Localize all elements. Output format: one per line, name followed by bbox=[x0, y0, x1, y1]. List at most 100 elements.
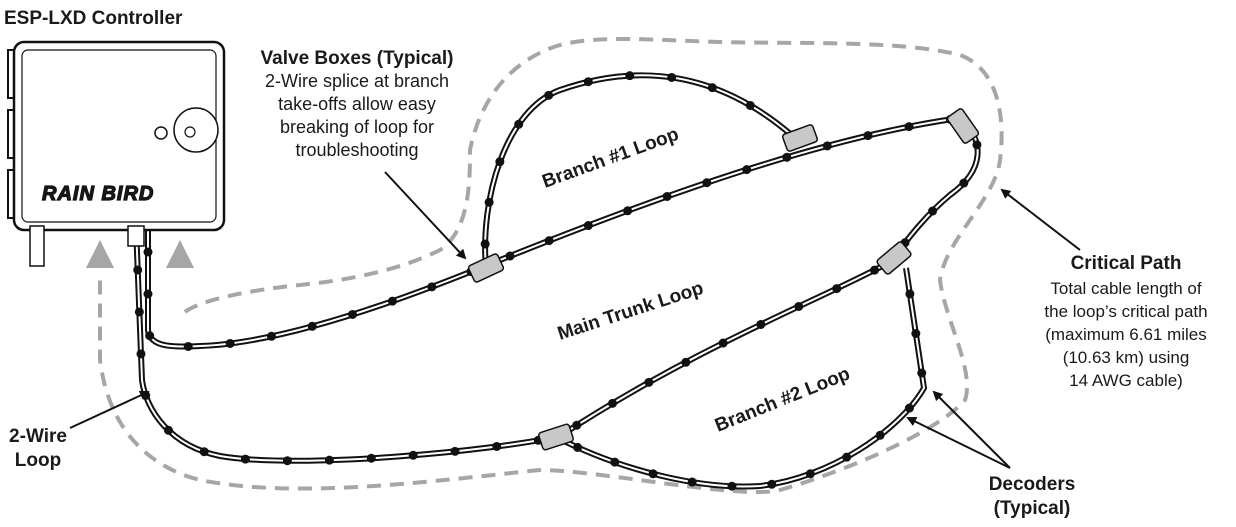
decoders-label: (Typical) bbox=[994, 498, 1071, 519]
decoder-dot bbox=[959, 178, 969, 188]
valve-boxes-line: troubleshooting bbox=[295, 140, 418, 160]
decoder-dot bbox=[794, 301, 804, 311]
valve-boxes-line: breaking of loop for bbox=[280, 117, 434, 137]
decoder-dot bbox=[904, 403, 914, 413]
decoder-dot bbox=[348, 309, 358, 319]
valve-boxes-title: Valve Boxes (Typical) bbox=[261, 48, 454, 69]
critical-path-line: (maximum 6.61 miles bbox=[1045, 325, 1207, 344]
decoder-dot bbox=[145, 331, 155, 341]
main-trunk-loop-label: Main Trunk Loop bbox=[555, 278, 706, 345]
decoder-dot bbox=[842, 452, 852, 462]
two-wire-pointer-arrow bbox=[69, 390, 150, 429]
decoder-dot bbox=[756, 319, 766, 329]
decoder-dot bbox=[782, 152, 792, 162]
decoder-dot bbox=[143, 247, 153, 257]
decoder-dot bbox=[480, 239, 490, 249]
main-trunk-wire-core bbox=[135, 116, 979, 462]
decoder-dot bbox=[610, 457, 620, 467]
decoder-dot bbox=[544, 90, 554, 100]
controller-box bbox=[7, 40, 226, 267]
branch2-loop-label: Branch #2 Loop bbox=[712, 363, 853, 436]
decoder-dot bbox=[583, 77, 593, 87]
decoder-dot bbox=[133, 265, 143, 275]
decoder-dot bbox=[143, 289, 153, 299]
brand-logo: RAIN BIRD bbox=[42, 183, 154, 205]
decoder-dot bbox=[183, 341, 193, 351]
decoder-dot bbox=[408, 450, 418, 460]
valve-box-splice bbox=[781, 124, 819, 152]
decoder-dot bbox=[199, 447, 209, 457]
gray-arrow-right bbox=[166, 240, 194, 268]
decoder-dot bbox=[863, 131, 873, 141]
decoder-dot bbox=[904, 122, 914, 132]
decoder-dot bbox=[225, 338, 235, 348]
decoder-dot bbox=[495, 157, 505, 167]
decoder-dot bbox=[911, 328, 921, 338]
decoder-dot bbox=[484, 197, 494, 207]
valve-boxes-line: 2-Wire splice at branch bbox=[265, 71, 449, 91]
decoder-dot bbox=[450, 446, 460, 456]
critical-path-pointer-arrow bbox=[1000, 188, 1081, 251]
decoder-dot bbox=[822, 141, 832, 151]
decoder-dot bbox=[514, 119, 524, 129]
decoder-dot bbox=[742, 165, 752, 175]
key-lock-icon bbox=[173, 107, 219, 153]
decoder-dot bbox=[307, 321, 317, 331]
decoder-dot bbox=[767, 479, 777, 489]
branch2-wire-core bbox=[555, 267, 926, 488]
decoder-dot bbox=[805, 469, 815, 479]
decoder-dot bbox=[492, 441, 502, 451]
decoder-dot bbox=[608, 398, 618, 408]
branch1-loop-label: Branch #1 Loop bbox=[540, 124, 682, 193]
decoder-dot bbox=[427, 282, 437, 292]
decoder-dot bbox=[583, 221, 593, 231]
two-wire-label: Loop bbox=[15, 450, 61, 471]
decoder-dot bbox=[905, 289, 915, 299]
decoder-dot bbox=[727, 481, 737, 491]
wire-group bbox=[133, 71, 982, 491]
decoder-dot bbox=[667, 72, 677, 82]
decoder-dot bbox=[745, 100, 755, 110]
critical-path-outline bbox=[98, 36, 1004, 495]
decoder-dot bbox=[163, 425, 173, 435]
decoder-dot bbox=[832, 284, 842, 294]
critical-path-line: (10.63 km) using bbox=[1063, 348, 1190, 367]
decoder-dot bbox=[573, 442, 583, 452]
decoder-dot bbox=[240, 454, 250, 464]
valve-box-pointer-arrow bbox=[384, 171, 467, 260]
decoder-dot bbox=[928, 206, 938, 216]
decoder-dot bbox=[266, 331, 276, 341]
critical-path-title: Critical Path bbox=[1071, 253, 1182, 274]
decoder-dot bbox=[869, 265, 879, 275]
decoders-label: Decoders bbox=[989, 474, 1076, 495]
critical-path-line: the loop’s critical path bbox=[1044, 302, 1207, 321]
decoder-dot bbox=[623, 206, 633, 216]
decoder-dot bbox=[718, 338, 728, 348]
decoder-dot bbox=[972, 140, 982, 150]
critical-path-line: 14 AWG cable) bbox=[1069, 371, 1183, 390]
decoder-dot bbox=[707, 83, 717, 93]
decoder-dot bbox=[572, 420, 582, 430]
decoder-dot bbox=[387, 296, 397, 306]
decoder-dot bbox=[644, 377, 654, 387]
valve-box-splice bbox=[946, 108, 980, 144]
decoder-pointer-arrow-1 bbox=[906, 417, 1011, 469]
valve-boxes-line: take-offs allow easy bbox=[278, 94, 436, 114]
decoder-dot bbox=[134, 307, 144, 317]
valve-box-splice bbox=[538, 423, 574, 451]
decoder-dot bbox=[917, 368, 927, 378]
gray-arrow-left bbox=[86, 240, 114, 268]
critical-path-line: Total cable length of bbox=[1050, 279, 1201, 298]
decoder-dot bbox=[687, 477, 697, 487]
valve-box-splice bbox=[876, 241, 912, 275]
decoder-dot bbox=[702, 178, 712, 188]
decoder-dot bbox=[324, 455, 334, 465]
branch1-wire-core bbox=[484, 74, 796, 269]
decoder-dot bbox=[282, 456, 292, 466]
decoder-dot bbox=[662, 191, 672, 201]
decoder-dot bbox=[544, 236, 554, 246]
two-wire-label: 2-Wire bbox=[9, 426, 67, 447]
decoder-dot bbox=[505, 251, 515, 261]
decoder-dot bbox=[648, 469, 658, 479]
decoder-pointer-arrow-2 bbox=[932, 390, 1011, 469]
